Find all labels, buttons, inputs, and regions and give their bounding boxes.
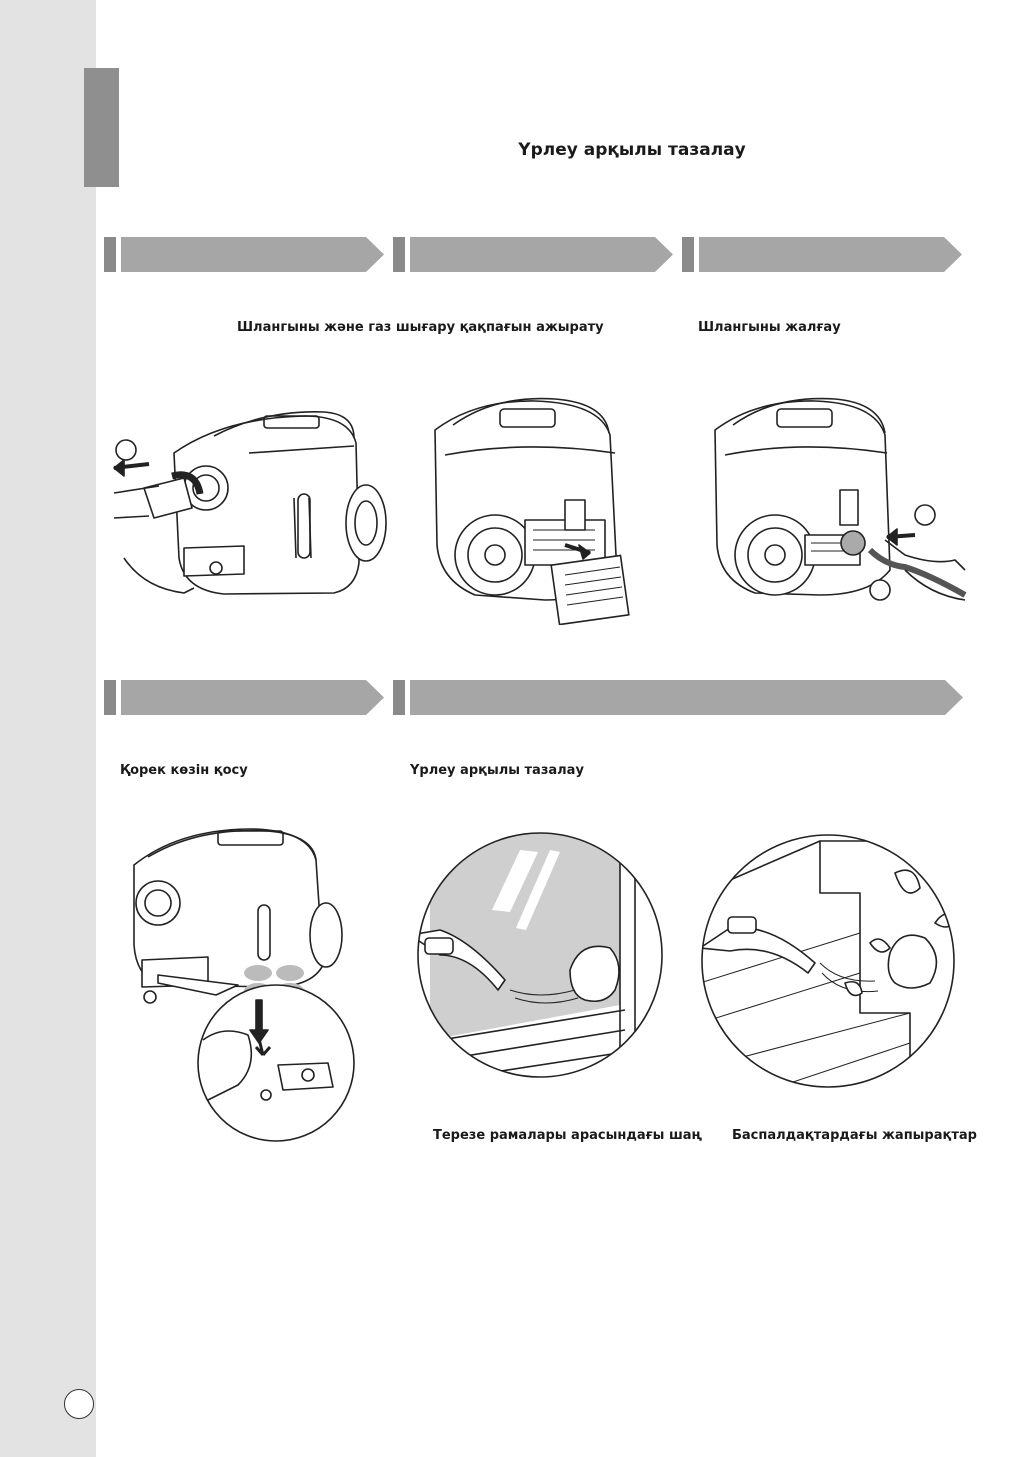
section-tab-marker (84, 68, 119, 187)
page-number-circle (64, 1389, 94, 1419)
step-5-caption: Үрлеу арқылы тазалау (410, 763, 584, 778)
example-stairs-caption: Баспалдақтардағы жапырақтар (732, 1128, 977, 1143)
step-2-bar (393, 237, 673, 272)
step-1-bar (104, 237, 384, 272)
illustration-stairs (700, 833, 955, 1088)
illustration-window-frames (410, 830, 670, 1080)
illustration-connect-hose (705, 395, 970, 610)
illustration-remove-cover (425, 395, 645, 625)
example-window-caption: Терезе рамалары арасындағы шаң (433, 1128, 703, 1143)
step-4-bar (104, 680, 384, 715)
illustration-detach-hose (104, 398, 389, 610)
step-5-bar (393, 680, 963, 715)
step-3-caption: Шлангыны жалғау (698, 320, 841, 335)
illustration-power-on (128, 825, 358, 1143)
step-3-bar (682, 237, 962, 272)
page-title: Үрлеу арқылы тазалау (518, 140, 746, 160)
left-margin-strip (0, 0, 96, 1457)
step-4-caption: Қорек көзін қосу (120, 763, 248, 778)
step-2-caption: Шлангыны және газ шығару қақпағын ажырат… (237, 320, 604, 335)
